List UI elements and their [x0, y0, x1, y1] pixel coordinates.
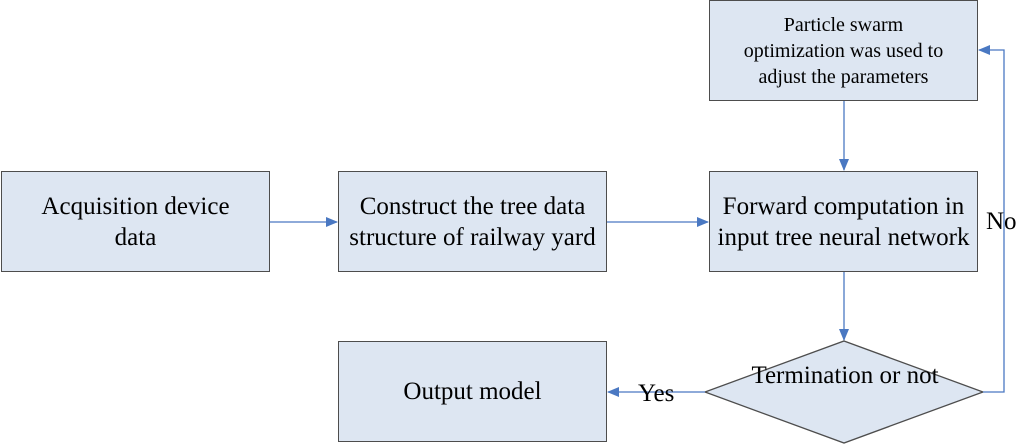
node-output-label: Output model [403, 378, 542, 405]
node-construct-label: Construct the tree data structure of rai… [349, 192, 596, 251]
decision-diamond [703, 340, 985, 444]
node-pso-label: Particle swarm optimization was used to … [743, 13, 944, 88]
node-construct-tree-structure: Construct the tree data structure of rai… [338, 171, 607, 272]
node-forward-label: Forward computation in input tree neural… [717, 192, 970, 251]
edge-label-no: No [986, 208, 1017, 235]
node-particle-swarm-optimization: Particle swarm optimization was used to … [709, 0, 978, 101]
node-acquisition-device-data: Acquisition device data [1, 171, 270, 272]
edge-label-yes: Yes [638, 380, 675, 407]
node-output-model: Output model [338, 341, 607, 442]
node-forward-computation: Forward computation in input tree neural… [709, 171, 978, 272]
node-acquisition-label: Acquisition device data [41, 192, 230, 251]
arrow-decision-to-pso [978, 45, 1005, 393]
decision-label: Termination or not [751, 362, 939, 389]
